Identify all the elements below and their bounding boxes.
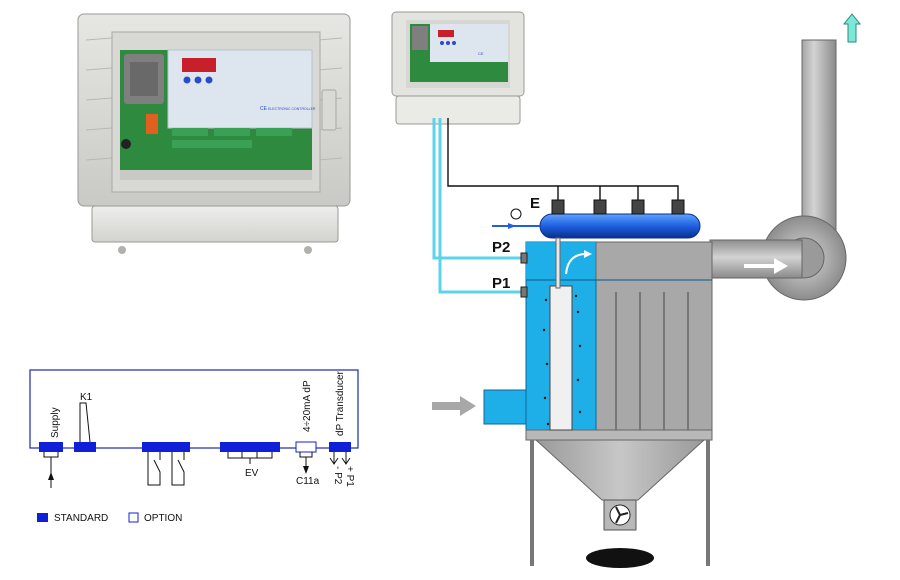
air-manifold	[539, 213, 701, 239]
label-ev: EV	[245, 468, 259, 479]
controller-cabinet-photo: CE ELECTRONIC CONTROLLER	[77, 13, 351, 254]
inlet-arrow-icon	[432, 396, 476, 416]
filter-bag	[549, 285, 573, 431]
pressure-tubes	[432, 118, 524, 294]
label-p1: P1	[492, 275, 510, 292]
tap-p1	[520, 286, 528, 298]
dust-filter-diagram: E P2 P1	[432, 13, 862, 568]
solenoid-valves	[551, 199, 685, 215]
legend-standard-label: STANDARD	[54, 513, 108, 524]
terminal-k1	[74, 442, 96, 452]
terminal-ev	[220, 442, 280, 452]
outlet-arrow-icon	[744, 258, 788, 274]
exhaust-arrow-icon	[842, 13, 862, 43]
label-dp-signal: 4÷20mA dP	[302, 380, 313, 432]
pulse-flow-arrow-icon	[565, 253, 587, 275]
air-inlet-arrow-icon	[508, 223, 516, 229]
terminal-dp-transducer	[329, 442, 351, 452]
controller-small-ce-mark: CE	[478, 51, 484, 56]
inlet-duct	[483, 389, 527, 425]
terminal-relays	[142, 442, 190, 452]
label-k1: K1	[80, 392, 93, 403]
legend-option-label: OPTION	[144, 513, 182, 524]
controller-ce-mark: CE	[260, 106, 268, 112]
terminal-dp-signal	[295, 441, 317, 453]
label-p2: P2	[492, 239, 510, 256]
valve-control-cable	[447, 118, 679, 202]
label-supply: Supply	[50, 407, 61, 438]
label-valves-e: E	[530, 195, 540, 212]
label-p2: - P2	[332, 466, 343, 485]
controller-brand-text: ELECTRONIC CONTROLLER	[268, 107, 316, 111]
terminal-supply	[39, 442, 63, 452]
legend-option-swatch	[128, 512, 139, 523]
label-c11a: C11a	[296, 476, 320, 487]
controller-photo-small: CE	[391, 11, 525, 125]
signal-arrow-icon	[303, 466, 309, 474]
label-dp-transducer: dP Transducer	[335, 370, 346, 436]
wiring-schematic: Supply K1 4÷20mA dP dP Transducer EV C11…	[29, 369, 359, 524]
controller-outline	[29, 369, 359, 449]
pressure-gauge-icon	[510, 208, 522, 220]
legend-standard-swatch	[37, 513, 48, 522]
label-p1: + P1	[344, 466, 355, 487]
tap-p2	[520, 252, 528, 264]
supply-arrow-icon	[48, 472, 54, 480]
outlet-duct	[709, 239, 803, 279]
dust-hopper	[534, 439, 706, 501]
dust-pile	[586, 548, 654, 568]
